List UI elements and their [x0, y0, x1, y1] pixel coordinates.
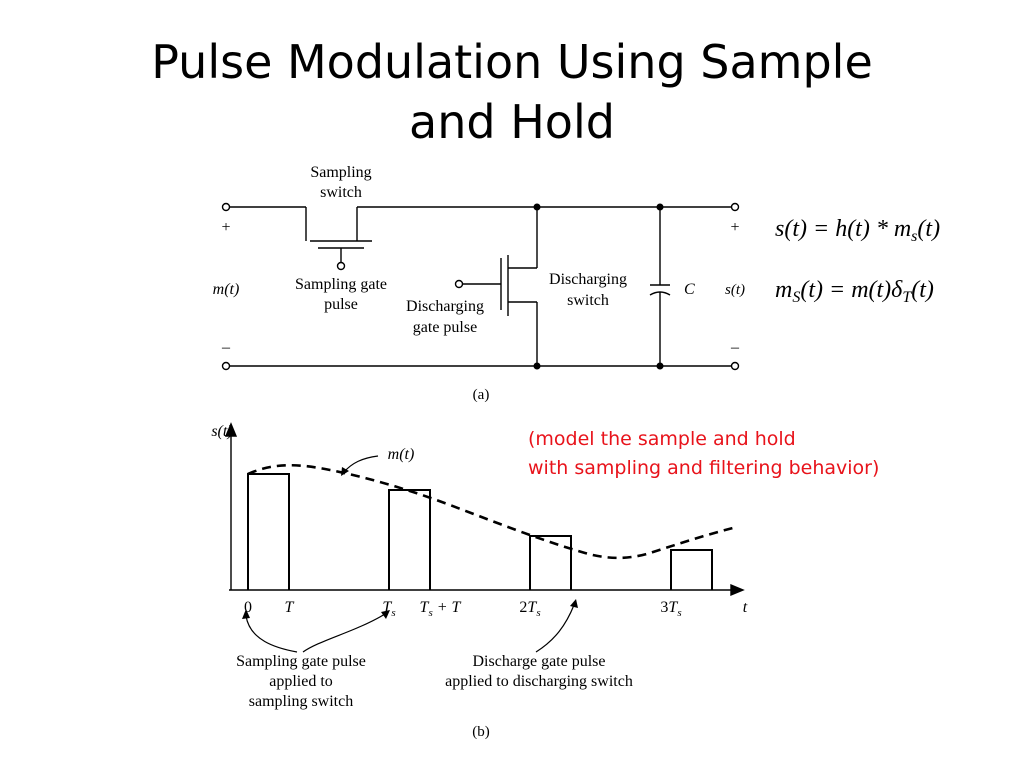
output-plus-sign: +: [730, 219, 739, 236]
input-terminal-bottom: [221, 361, 231, 371]
sampling-note-line-1: Sampling gate pulse: [236, 653, 366, 670]
slide-title: Pulse Modulation Using Sample and Hold: [0, 32, 1024, 152]
discharging-switch-label-1: Discharging: [549, 271, 627, 288]
output-terminal-top: [730, 202, 740, 212]
capacitor-label: C: [684, 281, 695, 298]
output-label: s(t): [725, 282, 745, 298]
discharging-gate-label-2: gate pulse: [413, 319, 477, 336]
sampling-switch-label-1: Sampling: [310, 164, 371, 181]
model-note-line-1: (model the sample and hold: [528, 428, 796, 450]
sampling-gate-label-1: Sampling gate: [295, 276, 387, 293]
circuit-labels: Sampling switch Sampling gate pulse Disc…: [213, 164, 745, 403]
junction-dot: [656, 362, 664, 370]
sampling-note-line-3: sampling switch: [249, 693, 353, 710]
curve-label: m(t): [388, 446, 415, 463]
sampling-gate-terminal: [336, 261, 346, 271]
discharge-gate-terminal: [454, 279, 464, 289]
junction-dot: [533, 362, 541, 370]
waveform-labels: s(t) t m(t) 0 T Ts Ts + T 2Ts 3Ts Sampli…: [211, 423, 747, 740]
equation-convolution: s(t) = h(t) * ms(t): [775, 216, 940, 245]
input-minus-sign: –: [221, 339, 231, 356]
waveform-caption: (b): [472, 724, 490, 740]
output-minus-sign: –: [730, 339, 740, 356]
tick-label-2ts: 2Ts: [519, 599, 540, 619]
circuit-diagram: [221, 202, 740, 371]
tick-label-t: T: [285, 599, 295, 616]
curve-label-leader-arrowhead: [341, 467, 349, 476]
slide-title-line-2: and Hold: [409, 95, 615, 149]
tick-label-3ts: 3Ts: [660, 599, 681, 619]
slide-title-line-1: Pulse Modulation Using Sample: [151, 35, 873, 89]
output-terminal-bottom: [730, 361, 740, 371]
input-plus-sign: +: [221, 219, 230, 236]
circuit-caption: (a): [473, 387, 490, 403]
junction-dot: [656, 203, 664, 211]
model-note: (model the sample and hold with sampling…: [528, 425, 879, 483]
input-terminal-top: [221, 202, 231, 212]
circuit-junctions: [533, 203, 664, 370]
discharge-arrow-to-2ts: [535, 604, 575, 653]
junction-dot: [533, 203, 541, 211]
tick-label-0: 0: [244, 599, 252, 616]
sampling-arrowhead-ts: [381, 610, 390, 619]
x-axis-label: t: [743, 599, 748, 616]
message-curve: [247, 463, 734, 560]
sample-pulse-2: [388, 489, 431, 590]
tick-label-0-text: 0: [244, 599, 252, 616]
y-axis-label: s(t): [211, 423, 232, 440]
sampling-gate-label-2: pulse: [324, 296, 358, 313]
equations: s(t) = h(t) * ms(t) mS(t) = m(t)δT(t): [775, 216, 940, 306]
sample-pulse-3: [529, 535, 572, 590]
equation-sampling: mS(t) = m(t)δT(t): [775, 277, 934, 306]
x-axis-arrow: [730, 583, 745, 597]
curve-label-leader: [343, 455, 379, 473]
sampling-arrow-to-ts: [302, 613, 386, 653]
sampling-arrow-to-zero: [245, 615, 298, 653]
discharging-gate-label-1: Discharging: [406, 298, 484, 315]
waveform-plot: s(t) t m(t) 0 T Ts Ts + T 2Ts 3Ts Sampli…: [211, 422, 748, 740]
discharging-switch-label-2: switch: [567, 292, 609, 309]
sample-pulse-1: [247, 473, 290, 590]
sample-pulse-4: [670, 549, 713, 590]
tick-label-ts-plus-t: Ts + T: [420, 599, 462, 619]
sampling-arrowhead-zero: [242, 609, 250, 619]
sampling-switch-label-2: switch: [320, 184, 362, 201]
input-label: m(t): [213, 281, 240, 298]
model-note-line-2: with sampling and filtering behavior): [528, 457, 880, 479]
discharge-arrowhead-2ts: [570, 599, 578, 608]
discharge-note-line-2: applied to discharging switch: [445, 673, 633, 690]
sampling-note-line-2: applied to: [269, 673, 333, 690]
discharge-note-line-1: Discharge gate pulse: [473, 653, 606, 670]
y-axis-arrow: [224, 422, 238, 437]
